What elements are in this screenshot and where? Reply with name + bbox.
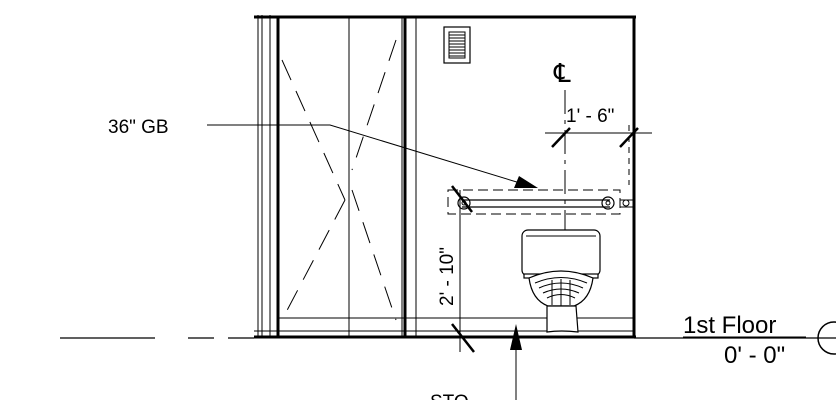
- centerline-dimension-line: [545, 125, 652, 185]
- wall-vent: [443, 26, 471, 64]
- level-target-symbol: [817, 321, 836, 355]
- grab-bar-label: 36" GB: [108, 117, 169, 138]
- grab-bar-height-dimension-text: 2' - 10": [437, 247, 458, 306]
- grab-bar-leader: [207, 124, 521, 184]
- centerline-symbol: ℄: [553, 58, 571, 88]
- bottom-callout-arrow: [510, 324, 522, 400]
- shower-glass-pattern: [281, 39, 397, 321]
- level-elevation: 0' - 0": [724, 342, 785, 369]
- centerline-dimension-text: 1' - 6": [566, 106, 614, 127]
- grab-bar: [447, 185, 634, 215]
- bottom-callout-text: STO: [430, 392, 469, 400]
- toilet: [521, 229, 601, 333]
- room-outline: [254, 15, 636, 339]
- grab-bar-height-dimension-line: [451, 190, 475, 353]
- level-name: 1st Floor: [683, 312, 776, 339]
- grab-bar-leader-arrowhead: [514, 176, 538, 188]
